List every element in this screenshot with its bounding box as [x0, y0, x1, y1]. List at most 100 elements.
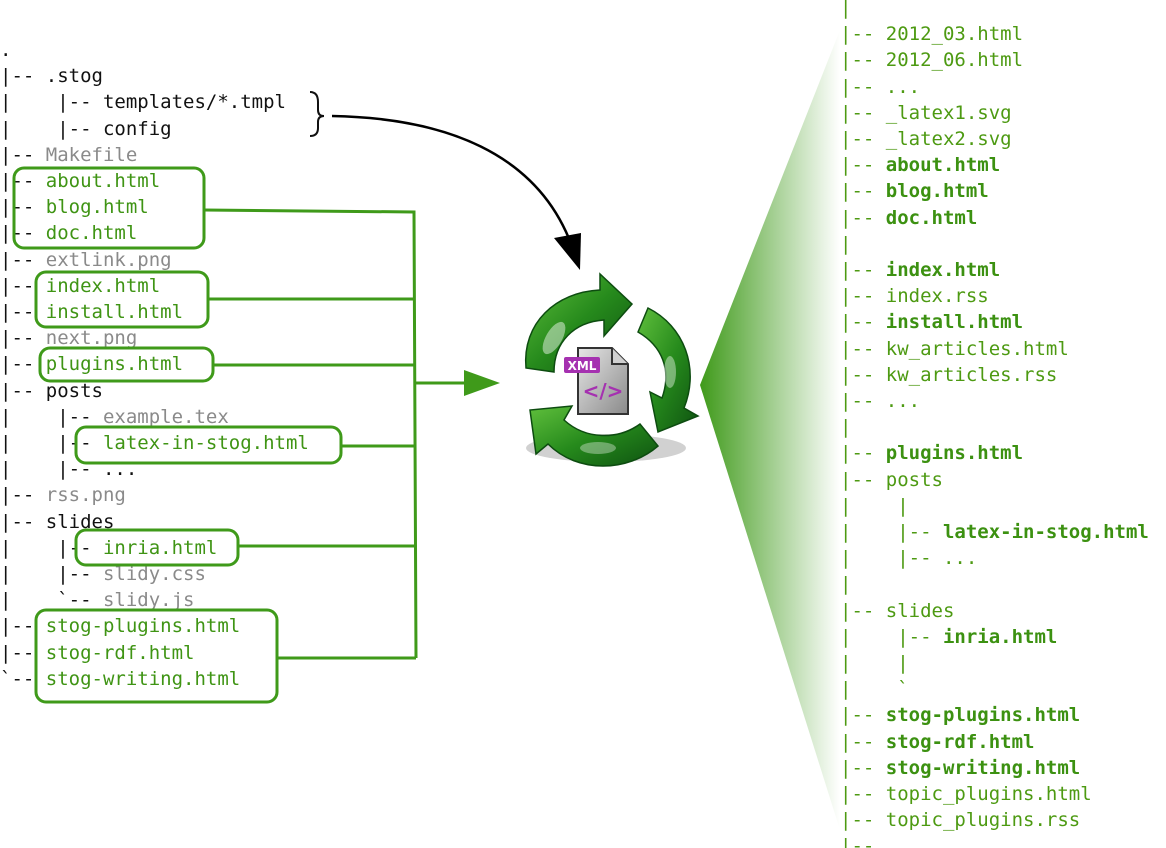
- tree-entry-name: doc.html: [45, 222, 138, 245]
- output-tree-line: |-- slides: [840, 598, 954, 624]
- tree-entry-name: index.html: [45, 274, 161, 297]
- tree-branch: |--: [840, 337, 886, 360]
- source-tree-line: |-- extlink.png: [0, 247, 172, 273]
- tree-branch: | `--: [0, 589, 103, 612]
- xml-badge-text: XML: [568, 359, 597, 373]
- tree-branch: |: [840, 573, 852, 596]
- tree-branch: |--: [840, 442, 886, 465]
- source-tree-line: | |-- inria.html: [0, 535, 217, 561]
- tree-entry-name: ...: [885, 835, 921, 848]
- tree-entry-name: slidy.js: [102, 589, 195, 612]
- tree-entry-name: 2012_03.html: [885, 23, 1024, 46]
- output-tree-line: |-- blog.html: [840, 178, 989, 204]
- tree-branch: `--: [0, 667, 46, 690]
- tree-branch: |--: [840, 75, 886, 98]
- output-tree-line: | |: [840, 650, 909, 676]
- tree-entry-name: blog.html: [885, 180, 989, 203]
- tree-entry-name: topic_plugins.html: [885, 783, 1092, 805]
- tree-branch: | |--: [0, 536, 103, 559]
- tree-branch: | |--: [0, 117, 103, 140]
- template-arrow: [331, 114, 576, 253]
- source-tree-line: |-- doc.html: [0, 220, 137, 246]
- tree-entry-name: config: [102, 117, 172, 140]
- tree-entry-name: slides: [885, 599, 955, 622]
- tree-entry-name: ...: [942, 547, 978, 570]
- tree-branch: | |--: [0, 91, 103, 114]
- box-index-install: [34, 270, 210, 329]
- tree-entry-name: index.rss: [885, 285, 989, 308]
- tree-entry-name: example.tex: [102, 405, 229, 428]
- tree-branch: |--: [840, 468, 886, 491]
- output-tree-line: |: [840, 414, 851, 440]
- box-latex-in-stog: [74, 425, 343, 465]
- source-tree-line: |-- stog-rdf.html: [0, 640, 194, 666]
- source-tree-line: |-- .stog: [0, 63, 103, 89]
- output-gradient-wedge: [700, 30, 840, 830]
- tree-branch: |--: [840, 704, 886, 727]
- tree-branch: | |--: [840, 521, 943, 543]
- output-tree-line: |-- doc.html: [840, 205, 977, 231]
- tree-branch: | `: [840, 678, 909, 701]
- tree-entry-name: stog-rdf.html: [45, 641, 195, 664]
- tree-entry-name: doc.html: [885, 206, 978, 229]
- output-tree-line: |-- kw_articles.rss: [840, 362, 1057, 388]
- source-tree-line: |-- rss.png: [0, 482, 126, 508]
- source-tree-line: |-- install.html: [0, 299, 183, 325]
- output-tree-line: |-- _latex1.svg: [840, 100, 1012, 126]
- tree-entry-name: stog-rdf.html: [885, 730, 1035, 753]
- output-tree-line: | |-- inria.html: [840, 624, 1057, 650]
- tree-branch: |--: [0, 143, 46, 166]
- tree-branch: |--: [840, 390, 886, 412]
- tree-branch: |--: [0, 615, 46, 638]
- tree-entry-name: kw_articles.rss: [885, 363, 1058, 386]
- source-tree-line: |-- blog.html: [0, 194, 149, 220]
- tree-branch: |--: [840, 49, 886, 72]
- output-tree-line: |-- ...: [840, 74, 920, 100]
- tree-entry-name: plugins.html: [885, 442, 1024, 465]
- output-tree-line: |-- ...: [840, 388, 920, 414]
- tree-branch: | |--: [840, 625, 943, 648]
- tree-branch: |--: [0, 274, 46, 297]
- output-tree-line: | |: [840, 493, 909, 519]
- source-tree-line: `-- stog-writing.html: [0, 666, 240, 692]
- tree-branch: |--: [840, 835, 886, 848]
- output-tree-line: |-- posts: [840, 467, 943, 493]
- tree-branch: |: [840, 232, 852, 255]
- tree-entry-name: install.html: [885, 311, 1024, 334]
- tree-branch: |--: [0, 301, 46, 323]
- template-arrowhead: [554, 233, 581, 270]
- output-tree-line: |-- 2012_03.html: [840, 21, 1023, 47]
- tree-entry-name: next.png: [45, 327, 138, 350]
- output-tree-line: |-- stog-writing.html: [840, 755, 1080, 781]
- connector-lines: [203, 208, 418, 660]
- tree-entry-name: about.html: [45, 170, 161, 192]
- tree-branch: | |--: [840, 547, 943, 570]
- tree-entry-name: inria.html: [942, 625, 1058, 648]
- source-tree-line: | |-- config: [0, 116, 172, 142]
- source-tree-line: |-- Makefile: [0, 142, 137, 168]
- source-tree-line: | |-- slidy.css: [0, 561, 206, 587]
- xml-file-icon: XML </>: [564, 347, 629, 415]
- tree-entry-name: install.html: [45, 301, 184, 323]
- tree-branch: |: [840, 0, 852, 19]
- tree-branch: |--: [0, 196, 46, 219]
- tree-branch: |--: [840, 259, 886, 281]
- tree-branch: |--: [840, 756, 886, 779]
- source-tree-line: |-- posts: [0, 378, 103, 404]
- tree-branch: | |--: [0, 432, 103, 454]
- source-tree-line: |-- about.html: [0, 168, 160, 194]
- tree-branch: |--: [840, 206, 886, 229]
- source-tree-line: | |-- latex-in-stog.html: [0, 430, 309, 456]
- tree-entry-name: 2012_06.html: [885, 49, 1024, 72]
- tree-branch: .: [0, 39, 12, 61]
- tree-branch: |--: [840, 783, 886, 805]
- tree-entry-name: index.html: [885, 259, 1001, 281]
- source-tree-line: | |-- templates/*.tmpl: [0, 89, 286, 115]
- output-tree-line: |-- kw_articles.html: [840, 336, 1069, 362]
- source-tree-line: |-- next.png: [0, 325, 137, 351]
- tree-entry-name: stog-writing.html: [885, 756, 1081, 779]
- template-brace: [309, 91, 325, 137]
- tree-branch: | |: [840, 652, 909, 674]
- tree-entry-name: posts: [885, 468, 943, 491]
- merge-arrowhead: [464, 370, 500, 396]
